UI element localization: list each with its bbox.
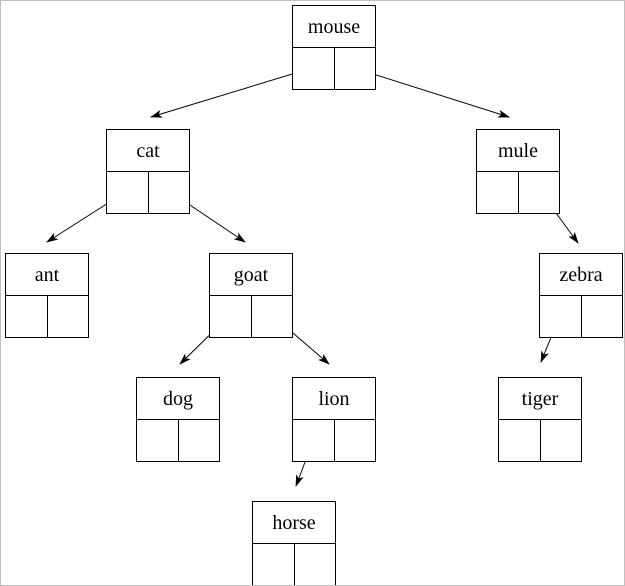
left-pointer-cell (540, 296, 582, 337)
tree-node-lion: lion (292, 377, 376, 462)
tree-node-goat: goat (209, 253, 293, 338)
left-pointer-cell (477, 172, 519, 213)
pointer-row (499, 420, 581, 461)
right-pointer-cell (335, 48, 376, 89)
left-pointer-cell (137, 420, 179, 461)
right-pointer-cell (582, 296, 623, 337)
edge-mouse-right-mule (353, 67, 510, 118)
right-pointer-cell (295, 544, 336, 585)
pointer-row (137, 420, 219, 461)
left-pointer-cell (293, 48, 335, 89)
pointer-row (477, 172, 559, 213)
left-pointer-cell (6, 296, 48, 337)
pointer-row (253, 544, 335, 585)
node-label: mouse (293, 6, 375, 48)
tree-node-dog: dog (136, 377, 220, 462)
node-label: mule (477, 130, 559, 172)
right-pointer-cell (252, 296, 293, 337)
right-pointer-cell (48, 296, 89, 337)
node-label: horse (253, 502, 335, 544)
node-label: cat (107, 130, 189, 172)
pointer-row (6, 296, 88, 337)
node-label: ant (6, 254, 88, 296)
right-pointer-cell (149, 172, 190, 213)
pointer-row (210, 296, 292, 337)
tree-node-mouse: mouse (292, 5, 376, 90)
pointer-row (293, 420, 375, 461)
node-label: lion (293, 378, 375, 420)
tree-node-zebra: zebra (539, 253, 623, 338)
node-label: tiger (499, 378, 581, 420)
left-pointer-cell (107, 172, 149, 213)
node-label: goat (210, 254, 292, 296)
pointer-row (540, 296, 622, 337)
left-pointer-cell (499, 420, 541, 461)
left-pointer-cell (210, 296, 252, 337)
tree-node-tiger: tiger (498, 377, 582, 462)
tree-node-horse: horse (252, 501, 336, 585)
pointer-row (293, 48, 375, 89)
edge-mouse-left-cat (150, 67, 313, 118)
left-pointer-cell (293, 420, 335, 461)
tree-node-mule: mule (476, 129, 560, 214)
right-pointer-cell (179, 420, 220, 461)
pointer-row (107, 172, 189, 213)
node-label: zebra (540, 254, 622, 296)
node-label: dog (137, 378, 219, 420)
right-pointer-cell (519, 172, 560, 213)
right-pointer-cell (541, 420, 582, 461)
tree-node-cat: cat (106, 129, 190, 214)
right-pointer-cell (335, 420, 376, 461)
left-pointer-cell (253, 544, 295, 585)
tree-node-ant: ant (5, 253, 89, 338)
